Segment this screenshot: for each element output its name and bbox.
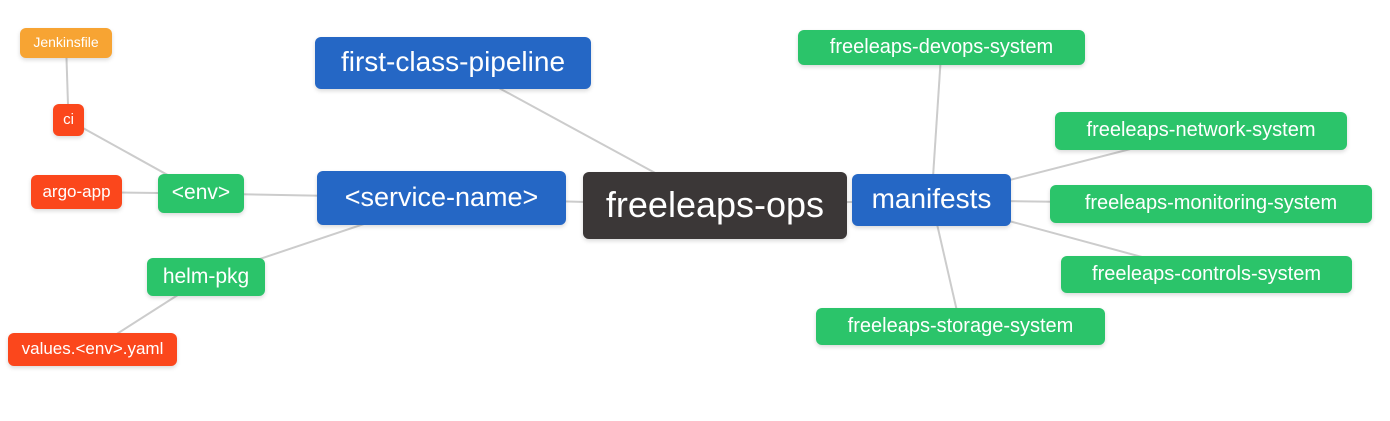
node-argo-app[interactable]: argo-app	[31, 175, 122, 209]
node-monitoring-system[interactable]: freeleaps-monitoring-system	[1050, 185, 1372, 223]
node-controls-system[interactable]: freeleaps-controls-system	[1061, 256, 1352, 293]
node-storage-system[interactable]: freeleaps-storage-system	[816, 308, 1105, 345]
node-devops-system[interactable]: freeleaps-devops-system	[798, 30, 1085, 65]
node-first-class-pipeline[interactable]: first-class-pipeline	[315, 37, 591, 89]
node-freeleaps-ops[interactable]: freeleaps-ops	[583, 172, 847, 239]
node-values-env-yaml[interactable]: values.<env>.yaml	[8, 333, 177, 366]
node-ci[interactable]: ci	[53, 104, 84, 136]
node-network-system[interactable]: freeleaps-network-system	[1055, 112, 1347, 150]
node-manifests[interactable]: manifests	[852, 174, 1011, 226]
node-jenkinsfile[interactable]: Jenkinsfile	[20, 28, 112, 58]
node-helm-pkg[interactable]: helm-pkg	[147, 258, 265, 296]
node-env[interactable]: <env>	[158, 174, 244, 213]
node-service-name[interactable]: <service-name>	[317, 171, 566, 225]
